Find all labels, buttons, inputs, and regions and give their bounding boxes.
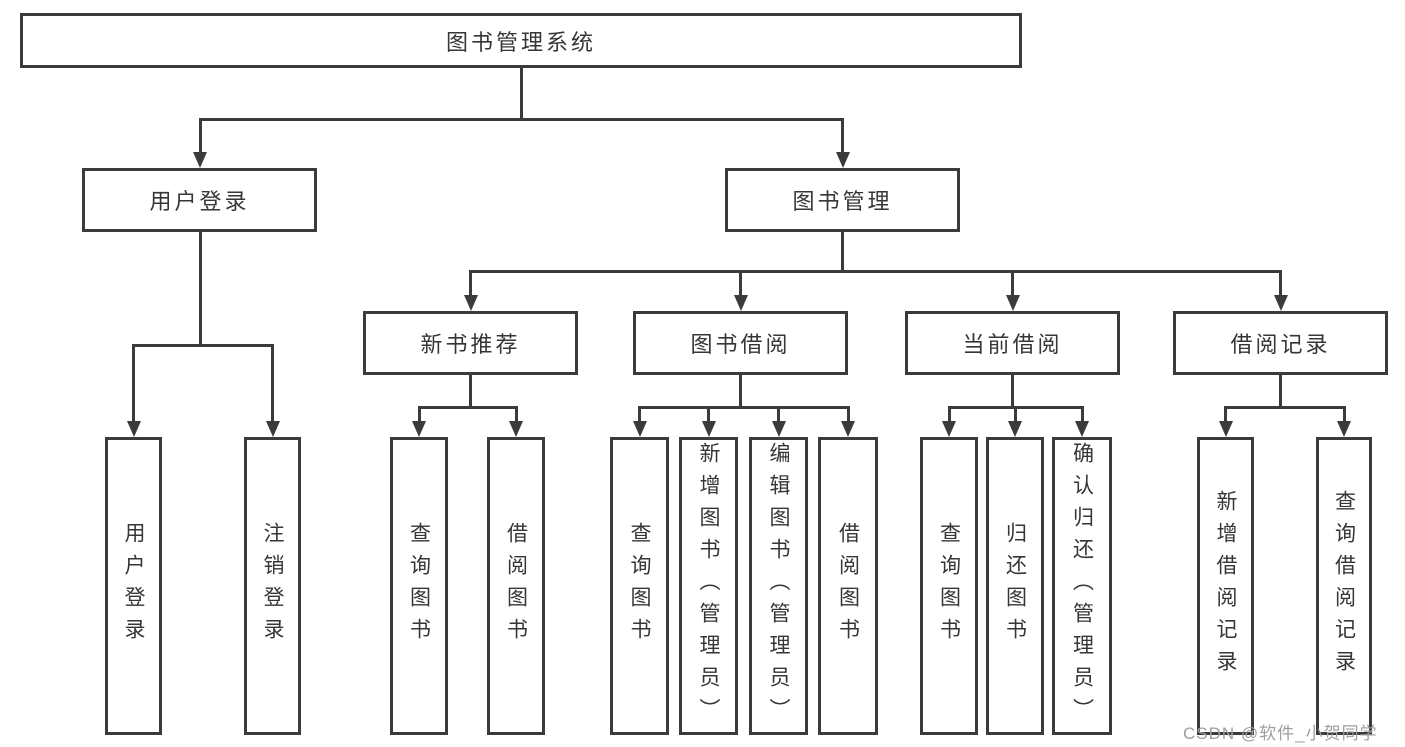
arrow-down-icon [1008, 421, 1022, 437]
node-user-login: 用户登录 [82, 168, 317, 232]
leaf-user-login: 用户登录 [105, 437, 162, 735]
connector-to-book-mgmt [841, 118, 844, 154]
leaf-confirm-return-admin-label: 确认归还（管理员） [1070, 442, 1094, 730]
arrow-down-icon [1337, 421, 1351, 437]
arrow-down-icon [509, 421, 523, 437]
connector-leaf [638, 406, 641, 423]
arrow-down-icon [733, 295, 748, 311]
connector-current-borrow-stem [1011, 375, 1014, 409]
leaf-add-borrow-record: 新增借阅记录 [1197, 437, 1254, 735]
arrow-down-icon [701, 421, 716, 437]
arrow-down-icon [942, 421, 956, 437]
node-current-borrow: 当前借阅 [905, 311, 1120, 375]
connector-to-current-borrow [1011, 270, 1014, 297]
leaf-confirm-return-admin: 确认归还（管理员） [1052, 437, 1112, 735]
connector-borrow-records-rail [1224, 406, 1345, 409]
node-user-login-label: 用户登录 [149, 189, 250, 214]
leaf-borrow-books-1-label: 借阅图书 [504, 522, 528, 650]
connector-to-new-books [469, 270, 472, 297]
leaf-return-book: 归还图书 [986, 437, 1044, 735]
connector-borrow-records-stem [1279, 375, 1282, 409]
connector-leaf [777, 406, 780, 423]
node-book-borrow-label: 图书借阅 [690, 332, 791, 357]
node-book-borrow: 图书借阅 [633, 311, 848, 375]
connector-to-leaf-user-login [132, 344, 135, 423]
node-new-books-label: 新书推荐 [420, 332, 521, 357]
node-current-borrow-label: 当前借阅 [962, 332, 1063, 357]
leaf-query-books-2-label: 查询图书 [628, 522, 651, 650]
csdn-watermark: CSDN @软件_小贺同学 [1183, 724, 1378, 743]
arrow-down-icon [1273, 295, 1288, 311]
connector-book-mgmt-rail [469, 270, 1282, 273]
arrow-down-icon [126, 421, 141, 437]
leaf-add-book-admin: 新增图书（管理员） [679, 437, 738, 735]
connector-leaf [947, 406, 951, 423]
arrow-down-icon [265, 421, 280, 437]
leaf-logout: 注销登录 [244, 437, 301, 735]
connector-user-login-rail [132, 344, 274, 347]
node-book-mgmt-label: 图书管理 [792, 189, 893, 214]
connector-to-book-borrow [739, 270, 742, 297]
node-root: 图书管理系统 [20, 13, 1022, 68]
leaf-query-books-1: 查询图书 [390, 437, 448, 735]
connector-new-books-rail [417, 406, 518, 409]
connector-leaf [1342, 406, 1346, 423]
leaf-user-login-label: 用户登录 [122, 522, 145, 650]
connector-book-borrow-stem [739, 375, 742, 409]
connector-leaf [846, 406, 850, 423]
leaf-borrow-books-2: 借阅图书 [818, 437, 878, 735]
arrow-down-icon [632, 421, 647, 437]
leaf-query-books-3-label: 查询图书 [937, 522, 961, 650]
node-borrow-records: 借阅记录 [1173, 311, 1388, 375]
node-root-label: 图书管理系统 [445, 29, 596, 55]
connector-to-leaf-logout [271, 344, 274, 423]
arrow-down-icon [1218, 421, 1233, 437]
arrow-down-icon [835, 152, 850, 168]
leaf-query-borrow-record: 查询借阅记录 [1316, 437, 1372, 735]
connector-leaf [707, 406, 710, 423]
arrow-down-icon [1075, 421, 1089, 437]
connector-leaf [1080, 406, 1084, 423]
connector-user-login-stem [198, 232, 202, 346]
leaf-query-books-3: 查询图书 [920, 437, 978, 735]
leaf-add-book-admin-label: 新增图书（管理员） [697, 442, 720, 730]
leaf-borrow-books-1: 借阅图书 [487, 437, 545, 735]
leaf-query-borrow-record-label: 查询借阅记录 [1332, 490, 1356, 682]
arrow-down-icon [412, 421, 426, 437]
leaf-add-borrow-record-label: 新增借阅记录 [1214, 490, 1237, 682]
connector-root-rail [198, 118, 844, 121]
leaf-edit-book-admin-label: 编辑图书（管理员） [767, 442, 790, 730]
connector-leaf [1013, 406, 1017, 423]
leaf-logout-label: 注销登录 [261, 522, 284, 650]
connector-leaf [417, 406, 421, 423]
connector-book-mgmt-stem [841, 232, 844, 273]
connector-to-borrow-records [1279, 270, 1282, 297]
connector-book-borrow-rail [638, 406, 849, 409]
connector-leaf [514, 406, 518, 423]
leaf-return-book-label: 归还图书 [1003, 522, 1027, 650]
arrow-down-icon [771, 421, 786, 437]
arrow-down-icon [1005, 295, 1020, 311]
node-borrow-records-label: 借阅记录 [1230, 332, 1331, 357]
arrow-down-icon [841, 421, 855, 437]
leaf-query-books-2: 查询图书 [610, 437, 669, 735]
connector-to-user-login [198, 118, 202, 154]
connector-leaf [1224, 406, 1227, 423]
leaf-query-books-1-label: 查询图书 [407, 522, 431, 650]
arrow-down-icon [463, 295, 478, 311]
node-book-mgmt: 图书管理 [725, 168, 960, 232]
node-new-books: 新书推荐 [363, 311, 578, 375]
leaf-edit-book-admin: 编辑图书（管理员） [749, 437, 808, 735]
leaf-borrow-books-2-label: 借阅图书 [836, 522, 860, 650]
arrow-down-icon [193, 152, 207, 168]
connector-new-books-stem [469, 375, 472, 409]
connector-root-stem [519, 68, 523, 120]
